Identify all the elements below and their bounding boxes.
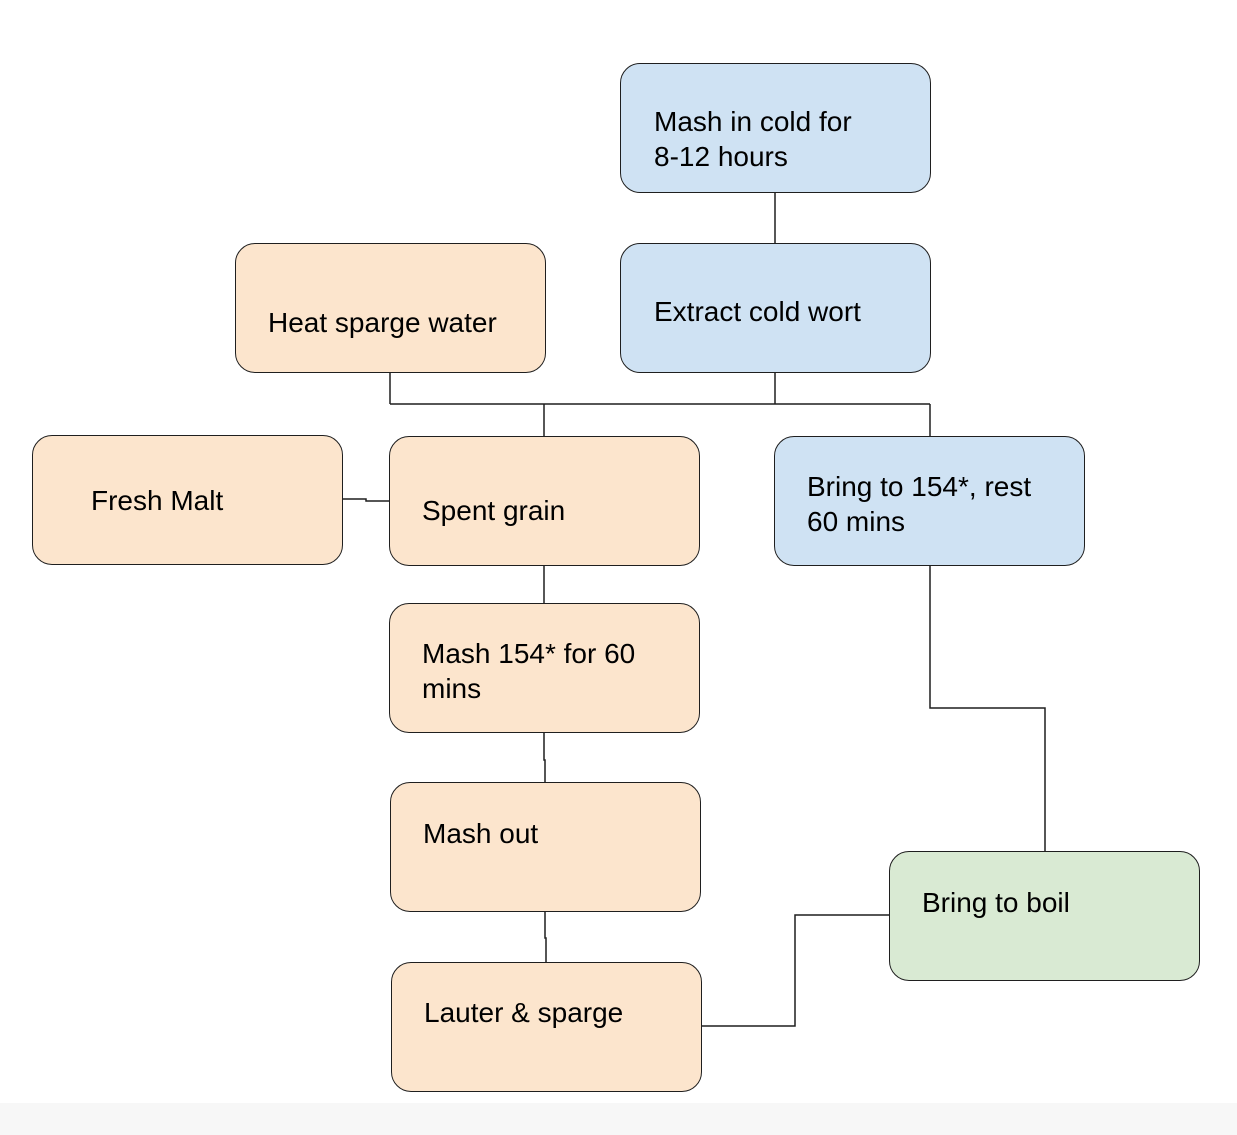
connector-mash-out-to-lauter [544, 911, 547, 962]
node-mash-154-label-line2: mins [422, 673, 482, 704]
node-mash-in-cold-label-line2: 8-12 hours [654, 141, 788, 172]
node-mash-out-label: Mash out [423, 818, 539, 849]
node-extract-cold-wort [620, 243, 931, 373]
connector-bring-154-to-boil [929, 565, 1046, 852]
connector-mash-154-to-mash-out [543, 732, 546, 782]
node-mash-out [390, 782, 701, 912]
node-fresh-malt [32, 435, 343, 565]
node-spent-grain-label: Spent grain [422, 495, 566, 526]
node-mash-in-cold-label-line1: Mash in cold for [654, 106, 852, 137]
node-mash-154 [389, 603, 700, 733]
node-lauter-sparge [391, 962, 702, 1092]
connector-fresh-malt-to-spent-grain [342, 498, 389, 502]
node-mash-in-cold [620, 63, 931, 193]
node-bring-to-154-label-line2: 60 mins [807, 506, 906, 537]
node-bring-to-154 [774, 436, 1085, 566]
node-bring-to-boil [889, 851, 1200, 981]
node-spent-grain [389, 436, 700, 566]
node-mash-154-label-line1: Mash 154* for 60 [422, 638, 636, 669]
node-fresh-malt-label: Fresh Malt [91, 485, 224, 516]
node-heat-sparge-water [235, 243, 546, 373]
node-bring-to-154-label-line1: Bring to 154*, rest [807, 471, 1032, 502]
node-extract-cold-wort-label: Extract cold wort [654, 296, 861, 327]
node-bring-to-boil-label: Bring to boil [922, 887, 1070, 918]
node-lauter-sparge-label: Lauter & sparge [424, 997, 624, 1028]
node-heat-sparge-water-label: Heat sparge water [268, 307, 497, 338]
bottom-strip [0, 1103, 1237, 1135]
connector-lauter-to-boil [701, 914, 890, 1027]
